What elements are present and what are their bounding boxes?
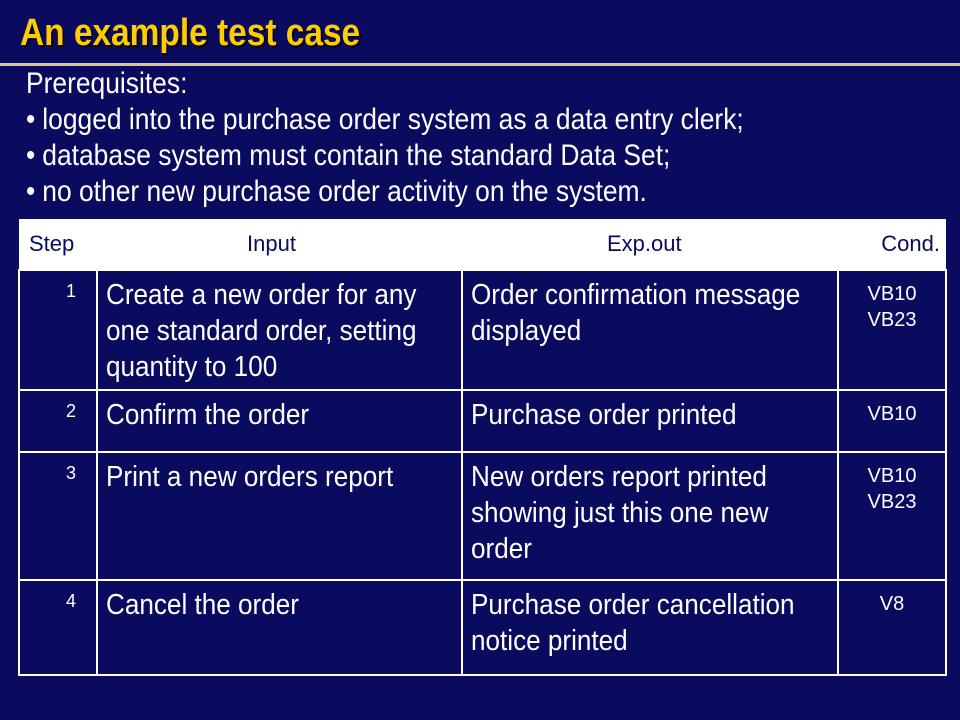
- expected-output-text: Purchase order cancellation notice print…: [471, 589, 795, 657]
- input-cell: Confirm the order: [96, 389, 463, 453]
- expected-output-text: Order confirmation message displayed: [471, 279, 801, 347]
- expected-output-cell: New orders report printed showing just t…: [461, 451, 839, 581]
- step-number: 1: [18, 269, 98, 391]
- condition-cell: VB10 VB23: [837, 451, 947, 581]
- condition-code: VB10: [867, 283, 917, 305]
- step-number: 3: [18, 451, 98, 581]
- input-text: Print a new orders report: [106, 461, 394, 493]
- input-text: Create a new order for any one standard …: [106, 279, 417, 383]
- input-cell: Cancel the order: [96, 579, 463, 676]
- condition-code: VB10: [867, 465, 917, 487]
- step-number: 4: [18, 579, 98, 676]
- expected-output-cell: Purchase order printed: [461, 389, 839, 453]
- header-condition: Cond.: [881, 231, 940, 256]
- table-row: 1 Create a new order for any one standar…: [18, 269, 947, 391]
- condition-code: VB10: [867, 403, 917, 425]
- prerequisite-item: •logged into the purchase order system a…: [26, 102, 836, 138]
- table-row: 4 Cancel the order Purchase order cancel…: [18, 579, 947, 676]
- slide-title: An example test case: [20, 12, 361, 54]
- bullet-icon: •: [26, 175, 36, 208]
- condition-code: VB23: [867, 491, 917, 513]
- expected-output-cell: Order confirmation message displayed: [461, 269, 839, 391]
- expected-output-text: New orders report printed showing just t…: [471, 461, 769, 565]
- expected-output-text: Purchase order printed: [471, 399, 737, 431]
- table-header-row: Step Input Exp.out Cond.: [19, 219, 946, 270]
- header-expected-output: Exp.out: [607, 231, 682, 256]
- condition-code: VB23: [867, 309, 917, 331]
- prerequisite-item: •database system must contain the standa…: [26, 138, 836, 174]
- table-row: 3 Print a new orders report New orders r…: [18, 451, 947, 581]
- bullet-icon: •: [26, 139, 36, 172]
- input-cell: Create a new order for any one standard …: [96, 269, 463, 391]
- condition-cell: VB10 VB23: [837, 269, 947, 391]
- test-case-table: Step Input Exp.out Cond. 1 Create a new …: [18, 219, 947, 676]
- prerequisite-text: database system must contain the standar…: [42, 139, 671, 172]
- header-step: Step: [29, 231, 75, 256]
- input-text: Confirm the order: [106, 399, 310, 431]
- condition-cell: V8: [837, 579, 947, 676]
- input-cell: Print a new orders report: [96, 451, 463, 581]
- prerequisites-block: Prerequisites: •logged into the purchase…: [26, 66, 836, 210]
- title-divider: [0, 63, 960, 66]
- prerequisite-text: logged into the purchase order system as…: [42, 103, 744, 136]
- bullet-icon: •: [26, 103, 36, 136]
- prerequisite-item: •no other new purchase order activity on…: [26, 174, 836, 210]
- expected-output-cell: Purchase order cancellation notice print…: [461, 579, 839, 676]
- step-number: 2: [18, 389, 98, 453]
- condition-code: V8: [879, 593, 905, 615]
- condition-cell: VB10: [837, 389, 947, 453]
- header-input: Input: [247, 231, 296, 256]
- table-row: 2 Confirm the order Purchase order print…: [18, 389, 947, 453]
- prerequisites-heading: Prerequisites:: [26, 67, 188, 100]
- input-text: Cancel the order: [106, 589, 299, 621]
- prerequisite-text: no other new purchase order activity on …: [42, 175, 647, 208]
